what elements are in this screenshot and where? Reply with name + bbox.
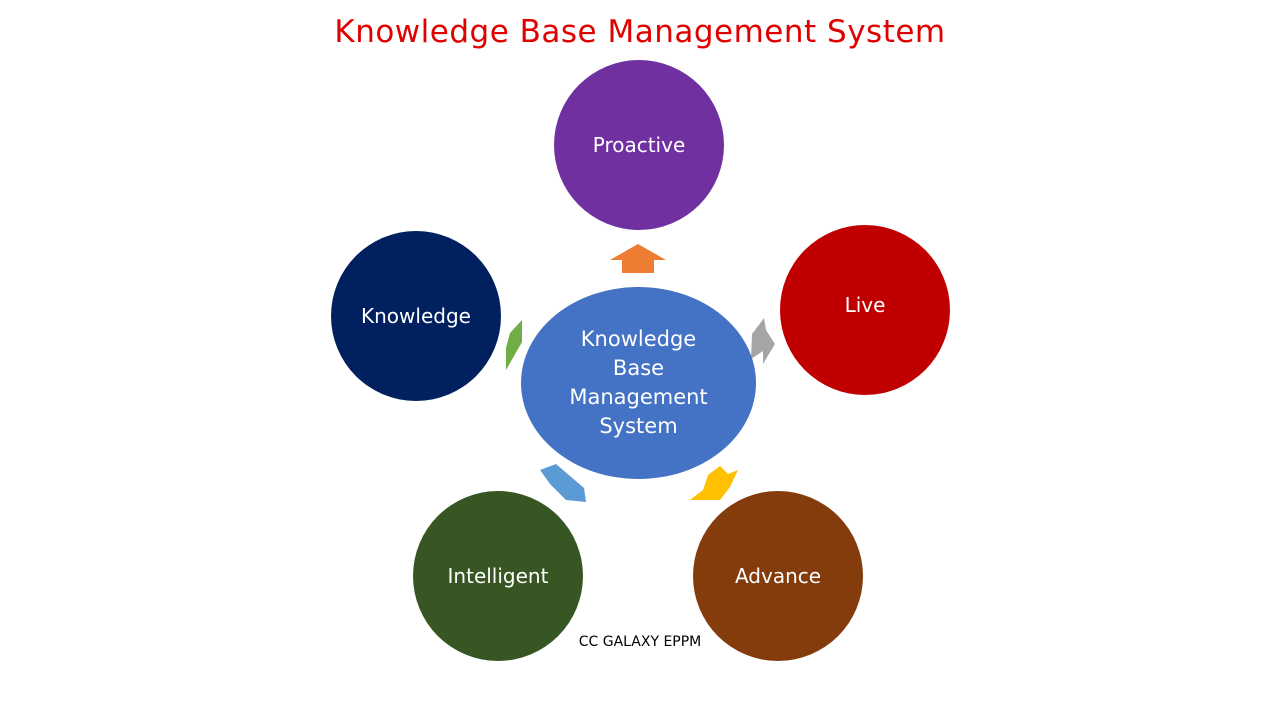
center-line: Knowledge [580, 327, 697, 351]
center-line: Base [612, 356, 665, 380]
center-line: System [599, 414, 678, 438]
page-title: Knowledge Base Management System [334, 14, 946, 50]
node-knowledge: Knowledge [331, 231, 501, 401]
center-line: Management [569, 385, 708, 409]
arrow-right-icon [751, 318, 775, 364]
node-intelligent-label: Intelligent [447, 563, 549, 588]
arrow-down-left-icon [540, 464, 586, 502]
node-live-label: Live [844, 292, 886, 317]
center-node: Knowledge Base Management System [521, 287, 756, 479]
node-proactive-label: Proactive [592, 132, 686, 157]
node-advance: Advance [693, 491, 863, 661]
node-intelligent: Intelligent [413, 491, 583, 661]
node-proactive: Proactive [554, 60, 724, 230]
footer-label: CC GALAXY EPPM [578, 634, 702, 650]
node-advance-label: Advance [734, 563, 822, 588]
arrow-down-right-icon [690, 466, 738, 500]
node-live: Live [780, 225, 950, 395]
arrow-up-icon [610, 244, 666, 273]
node-knowledge-label: Knowledge [361, 303, 471, 328]
arrow-left-icon [506, 320, 522, 370]
center-node-label: Knowledge Base Management System [559, 325, 719, 441]
